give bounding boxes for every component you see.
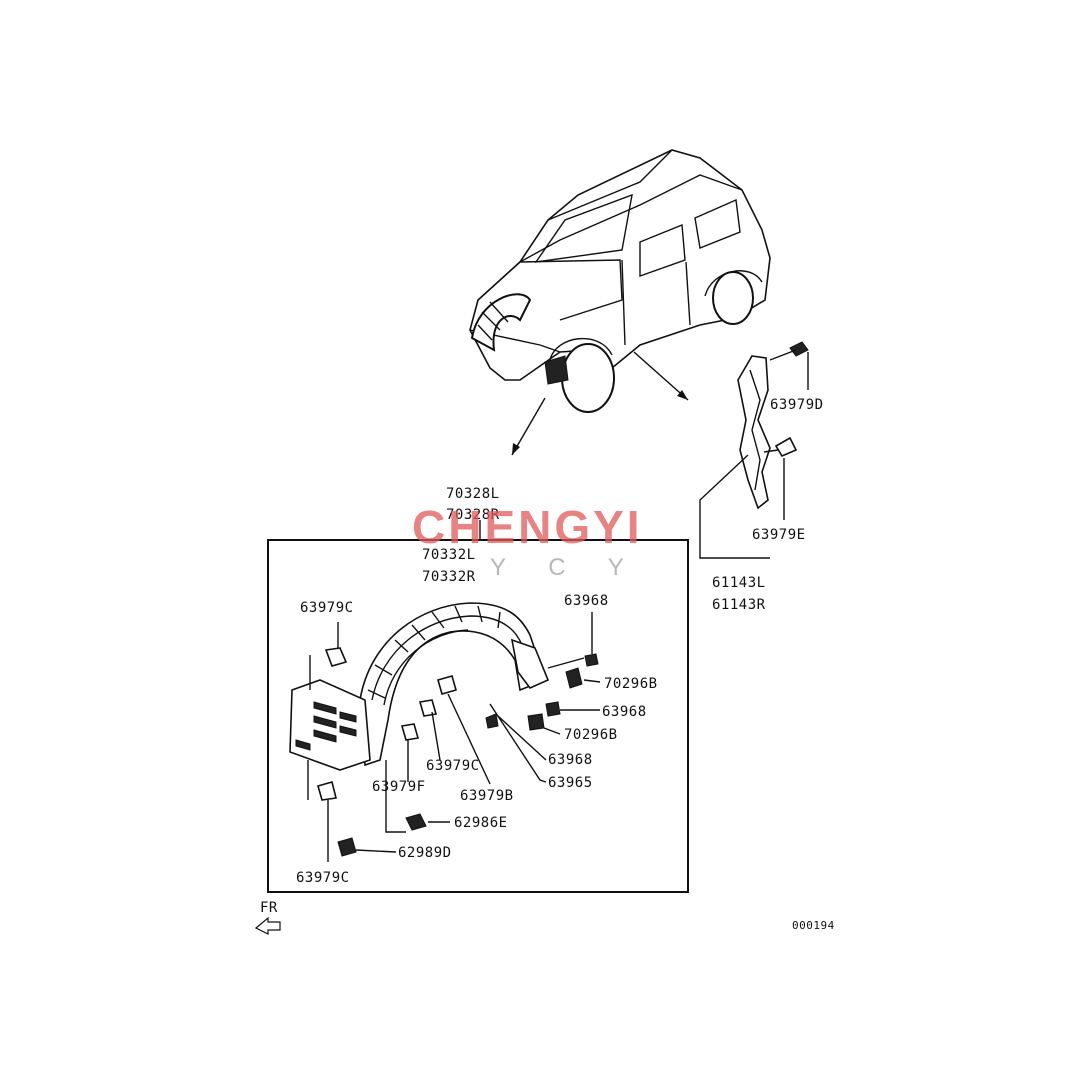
watermark: CHENGYI Y C Y <box>412 501 643 581</box>
side-shield-assembly <box>699 341 809 559</box>
detail-frame <box>267 539 689 893</box>
label-63979F: 63979F <box>372 779 426 795</box>
label-62989D: 62989D <box>398 845 452 861</box>
part-labels: 70328L 70328R 70332L 70332R 61143L 61143… <box>260 397 835 932</box>
wheel-liner <box>289 602 550 771</box>
watermark-brand: CHENGYI <box>412 501 643 553</box>
label-70328L: 70328L <box>446 486 500 502</box>
label-63979C-top: 63979C <box>300 600 354 616</box>
label-70296B-top: 70296B <box>604 676 658 692</box>
label-63979C-bottom: 63979C <box>296 870 350 886</box>
pointer-arrows <box>511 351 689 456</box>
label-63979C-mid: 63979C <box>426 758 480 774</box>
front-direction-marker <box>254 916 281 935</box>
watermark-sub: Y C Y <box>490 554 642 581</box>
label-61143R: 61143R <box>712 597 766 613</box>
vehicle-illustration <box>469 149 771 413</box>
label-63979B: 63979B <box>460 788 514 804</box>
label-63979D: 63979D <box>770 397 824 413</box>
label-70328R: 70328R <box>446 507 500 523</box>
label-63968-mid: 63968 <box>602 704 647 720</box>
label-70332L: 70332L <box>422 547 476 563</box>
label-70296B-low: 70296B <box>564 727 618 743</box>
label-fr: FR <box>260 900 278 916</box>
label-63965: 63965 <box>548 775 593 791</box>
label-62986E: 62986E <box>454 815 508 831</box>
fasteners <box>307 612 601 862</box>
label-61143L: 61143L <box>712 575 766 591</box>
label-63968-top: 63968 <box>564 593 609 609</box>
label-63968-low: 63968 <box>548 752 593 768</box>
label-70332R: 70332R <box>422 569 476 585</box>
label-diagram-code: 000194 <box>792 919 835 932</box>
label-63979E: 63979E <box>752 527 806 543</box>
